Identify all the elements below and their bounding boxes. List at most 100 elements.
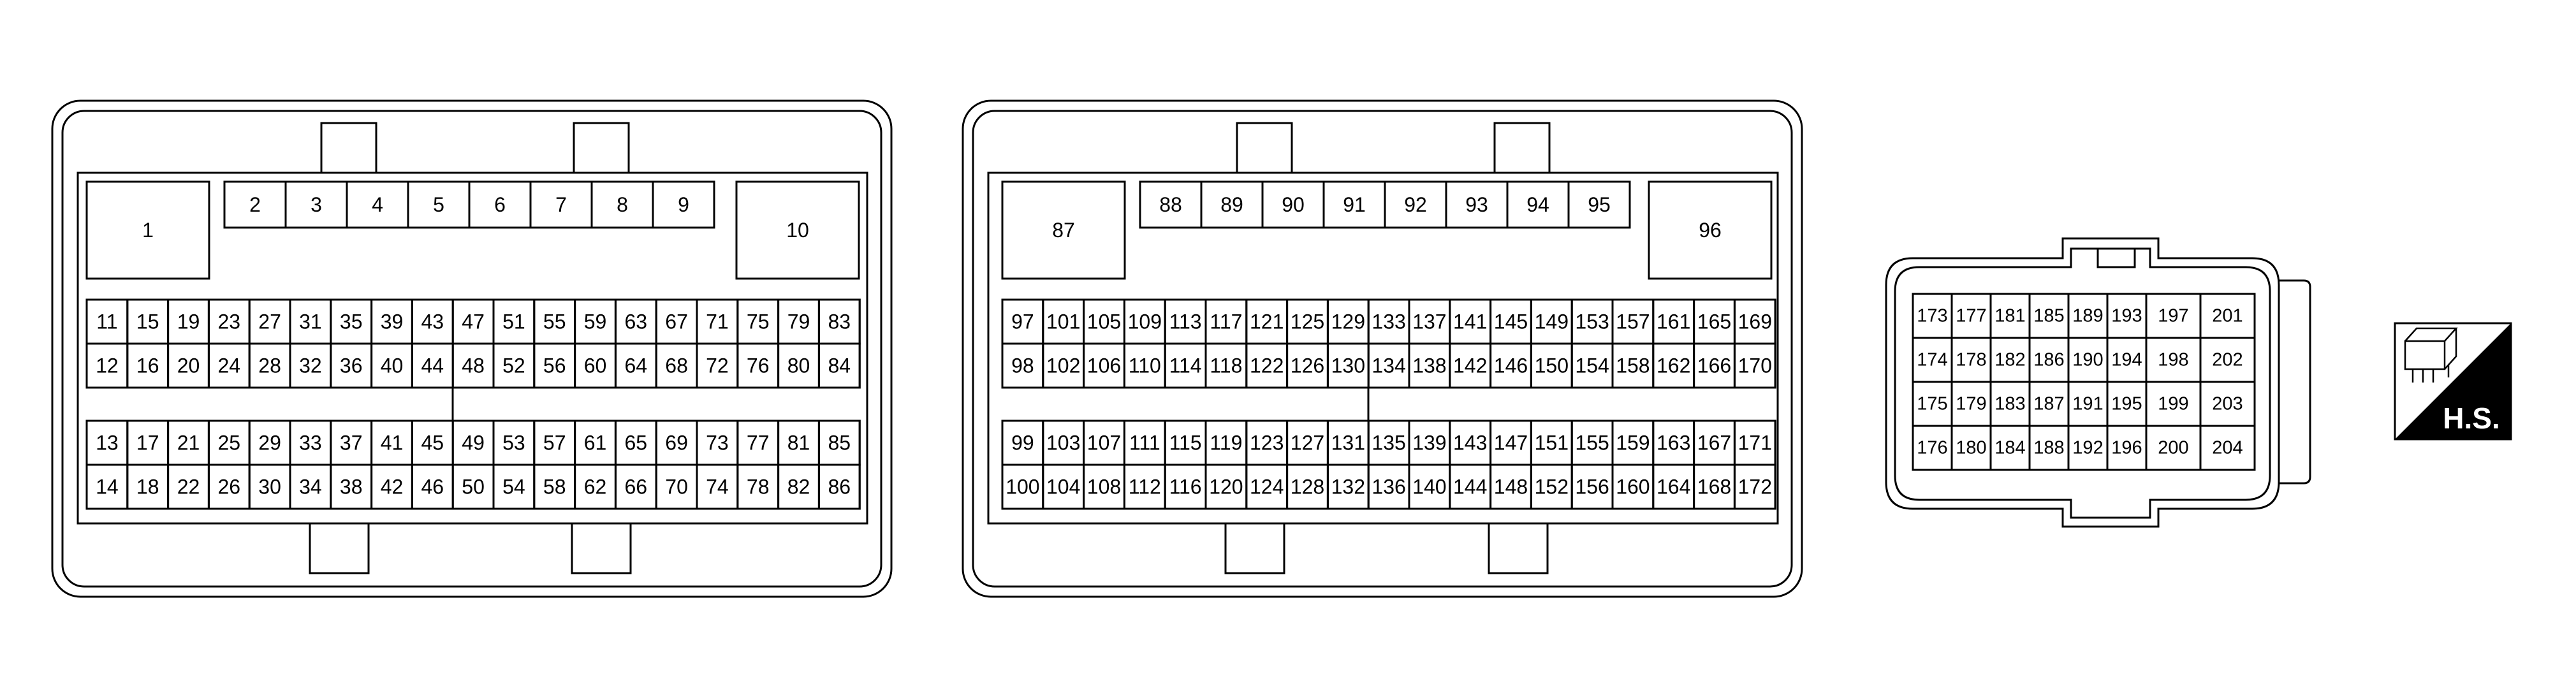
pin-label-184: 184 [1994, 438, 2025, 458]
pin-label-1: 1 [142, 219, 154, 242]
pin-label-83: 83 [828, 310, 851, 333]
connector-c-outer-shell [1885, 237, 2280, 528]
connector-b-bottom-lock-left [1224, 522, 1285, 574]
pin-label-158: 158 [1616, 354, 1650, 377]
pin-label-92: 92 [1404, 193, 1427, 216]
pin-label-146: 146 [1494, 354, 1528, 377]
pin-label-111: 111 [1129, 432, 1160, 455]
pin-label-113: 113 [1169, 310, 1202, 333]
pin-label-182: 182 [1994, 350, 2025, 370]
pin-label-133: 133 [1372, 310, 1405, 333]
pin-label-176: 176 [1917, 438, 1947, 458]
pin-label-98: 98 [1011, 354, 1034, 377]
pin-label-63: 63 [625, 310, 648, 333]
pin-label-18: 18 [136, 476, 159, 499]
pin-label-137: 137 [1412, 310, 1446, 333]
pin-label-115: 115 [1169, 432, 1202, 455]
pin-label-8: 8 [617, 193, 628, 216]
connector-b-inner-shell [972, 110, 1793, 588]
pin-label-129: 129 [1331, 310, 1365, 333]
pin-label-152: 152 [1535, 476, 1569, 499]
pin-label-95: 95 [1588, 193, 1611, 216]
connector-a-outer-shell [51, 99, 893, 598]
pin-label-53: 53 [502, 432, 525, 455]
pin-label-49: 49 [462, 432, 485, 455]
connector-a-pin-10-cavity [735, 180, 860, 280]
pin-label-23: 23 [218, 310, 241, 333]
pin-label-100: 100 [1006, 476, 1039, 499]
pin-label-79: 79 [787, 310, 810, 333]
pin-label-109: 109 [1128, 310, 1162, 333]
pin-label-116: 116 [1169, 476, 1202, 499]
pin-label-27: 27 [258, 310, 281, 333]
pin-label-75: 75 [747, 310, 770, 333]
pin-label-149: 149 [1535, 310, 1569, 333]
pin-label-88: 88 [1159, 193, 1182, 216]
pin-label-198: 198 [2158, 350, 2188, 370]
connector-b-top-lock-right [1493, 122, 1551, 174]
connector-a-inner-shell [61, 110, 882, 588]
pin-label-82: 82 [787, 476, 810, 499]
pin-label-193: 193 [2111, 306, 2142, 326]
pin-label-165: 165 [1697, 310, 1731, 333]
hs-badge-black-triangle [2395, 323, 2511, 439]
pin-label-41: 41 [381, 432, 404, 455]
pin-label-103: 103 [1046, 432, 1080, 455]
pin-cell-172 [1733, 463, 1776, 510]
pin-label-96: 96 [1699, 219, 1722, 242]
pin-label-130: 130 [1331, 354, 1365, 377]
pin-label-22: 22 [177, 476, 200, 499]
connector-a-top-lock-right [573, 122, 630, 174]
pin-label-70: 70 [665, 476, 688, 499]
pin-label-91: 91 [1343, 193, 1366, 216]
pin-label-30: 30 [258, 476, 281, 499]
pin-label-89: 89 [1220, 193, 1243, 216]
pin-label-21: 21 [177, 432, 200, 455]
pin-label-141: 141 [1453, 310, 1487, 333]
pin-label-102: 102 [1046, 354, 1080, 377]
pin-label-25: 25 [218, 432, 241, 455]
pin-label-121: 121 [1250, 310, 1284, 333]
pin-label-61: 61 [584, 432, 607, 455]
pin-label-99: 99 [1011, 432, 1034, 455]
pin-label-62: 62 [584, 476, 607, 499]
pin-label-164: 164 [1657, 476, 1690, 499]
pin-label-14: 14 [96, 476, 119, 499]
connector-b-pin-96-cavity [1648, 180, 1773, 280]
pin-label-19: 19 [177, 310, 200, 333]
pin-label-46: 46 [421, 476, 444, 499]
pin-label-54: 54 [502, 476, 525, 499]
pin-label-191: 191 [2072, 394, 2103, 414]
pin-label-196: 196 [2111, 438, 2142, 458]
pin-label-124: 124 [1250, 476, 1284, 499]
pin-label-29: 29 [258, 432, 281, 455]
pin-label-119: 119 [1210, 432, 1242, 455]
pin-label-177: 177 [1956, 306, 1986, 326]
pin-label-163: 163 [1657, 432, 1690, 455]
pin-label-170: 170 [1738, 354, 1772, 377]
pin-label-107: 107 [1087, 432, 1121, 455]
pin-label-85: 85 [828, 432, 851, 455]
pin-label-6: 6 [494, 193, 506, 216]
pin-label-118: 118 [1210, 354, 1242, 377]
pin-label-155: 155 [1575, 432, 1609, 455]
pin-label-202: 202 [2212, 350, 2243, 370]
pin-label-42: 42 [381, 476, 404, 499]
pin-label-34: 34 [299, 476, 322, 499]
pin-label-32: 32 [299, 354, 322, 377]
pin-label-51: 51 [502, 310, 525, 333]
connector-b-outer-shell [962, 99, 1803, 598]
pin-label-81: 81 [787, 432, 810, 455]
pin-label-58: 58 [543, 476, 566, 499]
pin-label-143: 143 [1453, 432, 1487, 455]
pin-label-11: 11 [96, 310, 117, 333]
pin-label-145: 145 [1494, 310, 1528, 333]
pin-label-86: 86 [828, 476, 851, 499]
connector-a-face [77, 171, 868, 525]
pin-label-195: 195 [2111, 394, 2142, 414]
pin-label-104: 104 [1046, 476, 1080, 499]
pin-label-174: 174 [1917, 350, 1947, 370]
pin-label-37: 37 [340, 432, 363, 455]
